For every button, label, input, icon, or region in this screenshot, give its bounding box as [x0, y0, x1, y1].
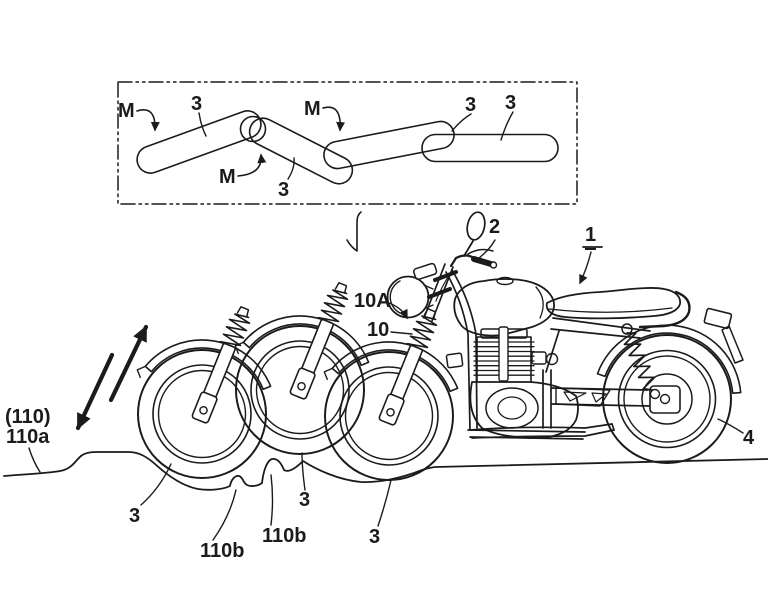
- track-segment-2: [248, 117, 354, 185]
- inset-box: [117, 81, 578, 205]
- arrow-1: [579, 251, 592, 285]
- moment-arrows: [136, 106, 346, 177]
- leader-4: [717, 418, 744, 434]
- label-110b-bump-right: 110b: [262, 525, 307, 547]
- leader-110b-a: [212, 489, 237, 541]
- mirror: [463, 211, 486, 257]
- track-segment-4: [421, 133, 559, 163]
- leader-2: [474, 239, 496, 262]
- label-ref-1-motorcycle: 1: [585, 225, 597, 250]
- motion-arrow-down: [75, 352, 115, 431]
- m-arrow-2: [322, 106, 346, 132]
- label-moment-m-3: M: [219, 166, 236, 188]
- m-arrow-3: [237, 153, 267, 177]
- transform-arrow: [346, 211, 362, 252]
- label-wheel-3-left: 3: [129, 505, 141, 527]
- leader-lines: [28, 239, 744, 541]
- arrow-10A: [388, 302, 408, 320]
- label-segment-3-c: 3: [505, 92, 517, 114]
- leader-110b-b: [270, 474, 274, 526]
- taillight: [703, 307, 744, 364]
- carburetor: [531, 351, 547, 365]
- horn: [445, 352, 464, 369]
- filler-cap: [496, 276, 514, 286]
- swingarm: [551, 385, 681, 414]
- label-ref-10-front-fork: 10: [367, 319, 390, 341]
- rear-wheel: [602, 334, 732, 464]
- label-segment-3-d: 3: [278, 179, 290, 201]
- leader-10: [390, 331, 413, 335]
- grab-rail: [638, 290, 691, 329]
- headlight: [386, 275, 434, 319]
- cable: [435, 269, 453, 302]
- motion-arrow-up: [108, 324, 149, 403]
- label-moment-m-1: M: [118, 100, 135, 122]
- track-segments: [136, 110, 559, 185]
- engine: [469, 326, 579, 439]
- leader-110a: [28, 447, 41, 473]
- fuel-tank: [453, 276, 555, 337]
- pivot-circle: [239, 115, 267, 143]
- track-segment-1: [136, 110, 262, 174]
- inset-leader-lines: [198, 111, 514, 180]
- label-segment-3-b: 3: [465, 94, 477, 116]
- exhaust: [469, 423, 615, 439]
- label-segment-3-a: 3: [191, 93, 203, 115]
- clutch-cover: [485, 387, 539, 429]
- leader-3-f: [301, 452, 306, 491]
- seat: [545, 287, 681, 320]
- instrument-gauge: [413, 262, 438, 281]
- motorcycle-body: [386, 211, 744, 464]
- label-wheel-3-middle: 3: [299, 489, 311, 511]
- label-ref-2-handlebar: 2: [489, 216, 501, 238]
- leader-3-g: [377, 479, 392, 527]
- brake-lever: [467, 248, 494, 255]
- label-ref-10A-fork-top: 10A: [354, 290, 391, 312]
- label-110b-bump-left: 110b: [200, 540, 245, 562]
- label-wheel-3-right: 3: [369, 526, 381, 548]
- label-ref-4-rear-tire: 4: [743, 427, 755, 449]
- rear-shock: [621, 323, 661, 400]
- motion-arrows: [75, 324, 149, 431]
- label-ref-110a-surface: 110a: [6, 426, 50, 448]
- m-arrow-1: [136, 109, 160, 132]
- track-segment-3: [323, 120, 455, 170]
- leader-3-e: [140, 463, 172, 506]
- label-ref-110-road: (110): [5, 406, 51, 428]
- road-surface: [3, 451, 768, 491]
- label-moment-m-2: M: [304, 98, 321, 120]
